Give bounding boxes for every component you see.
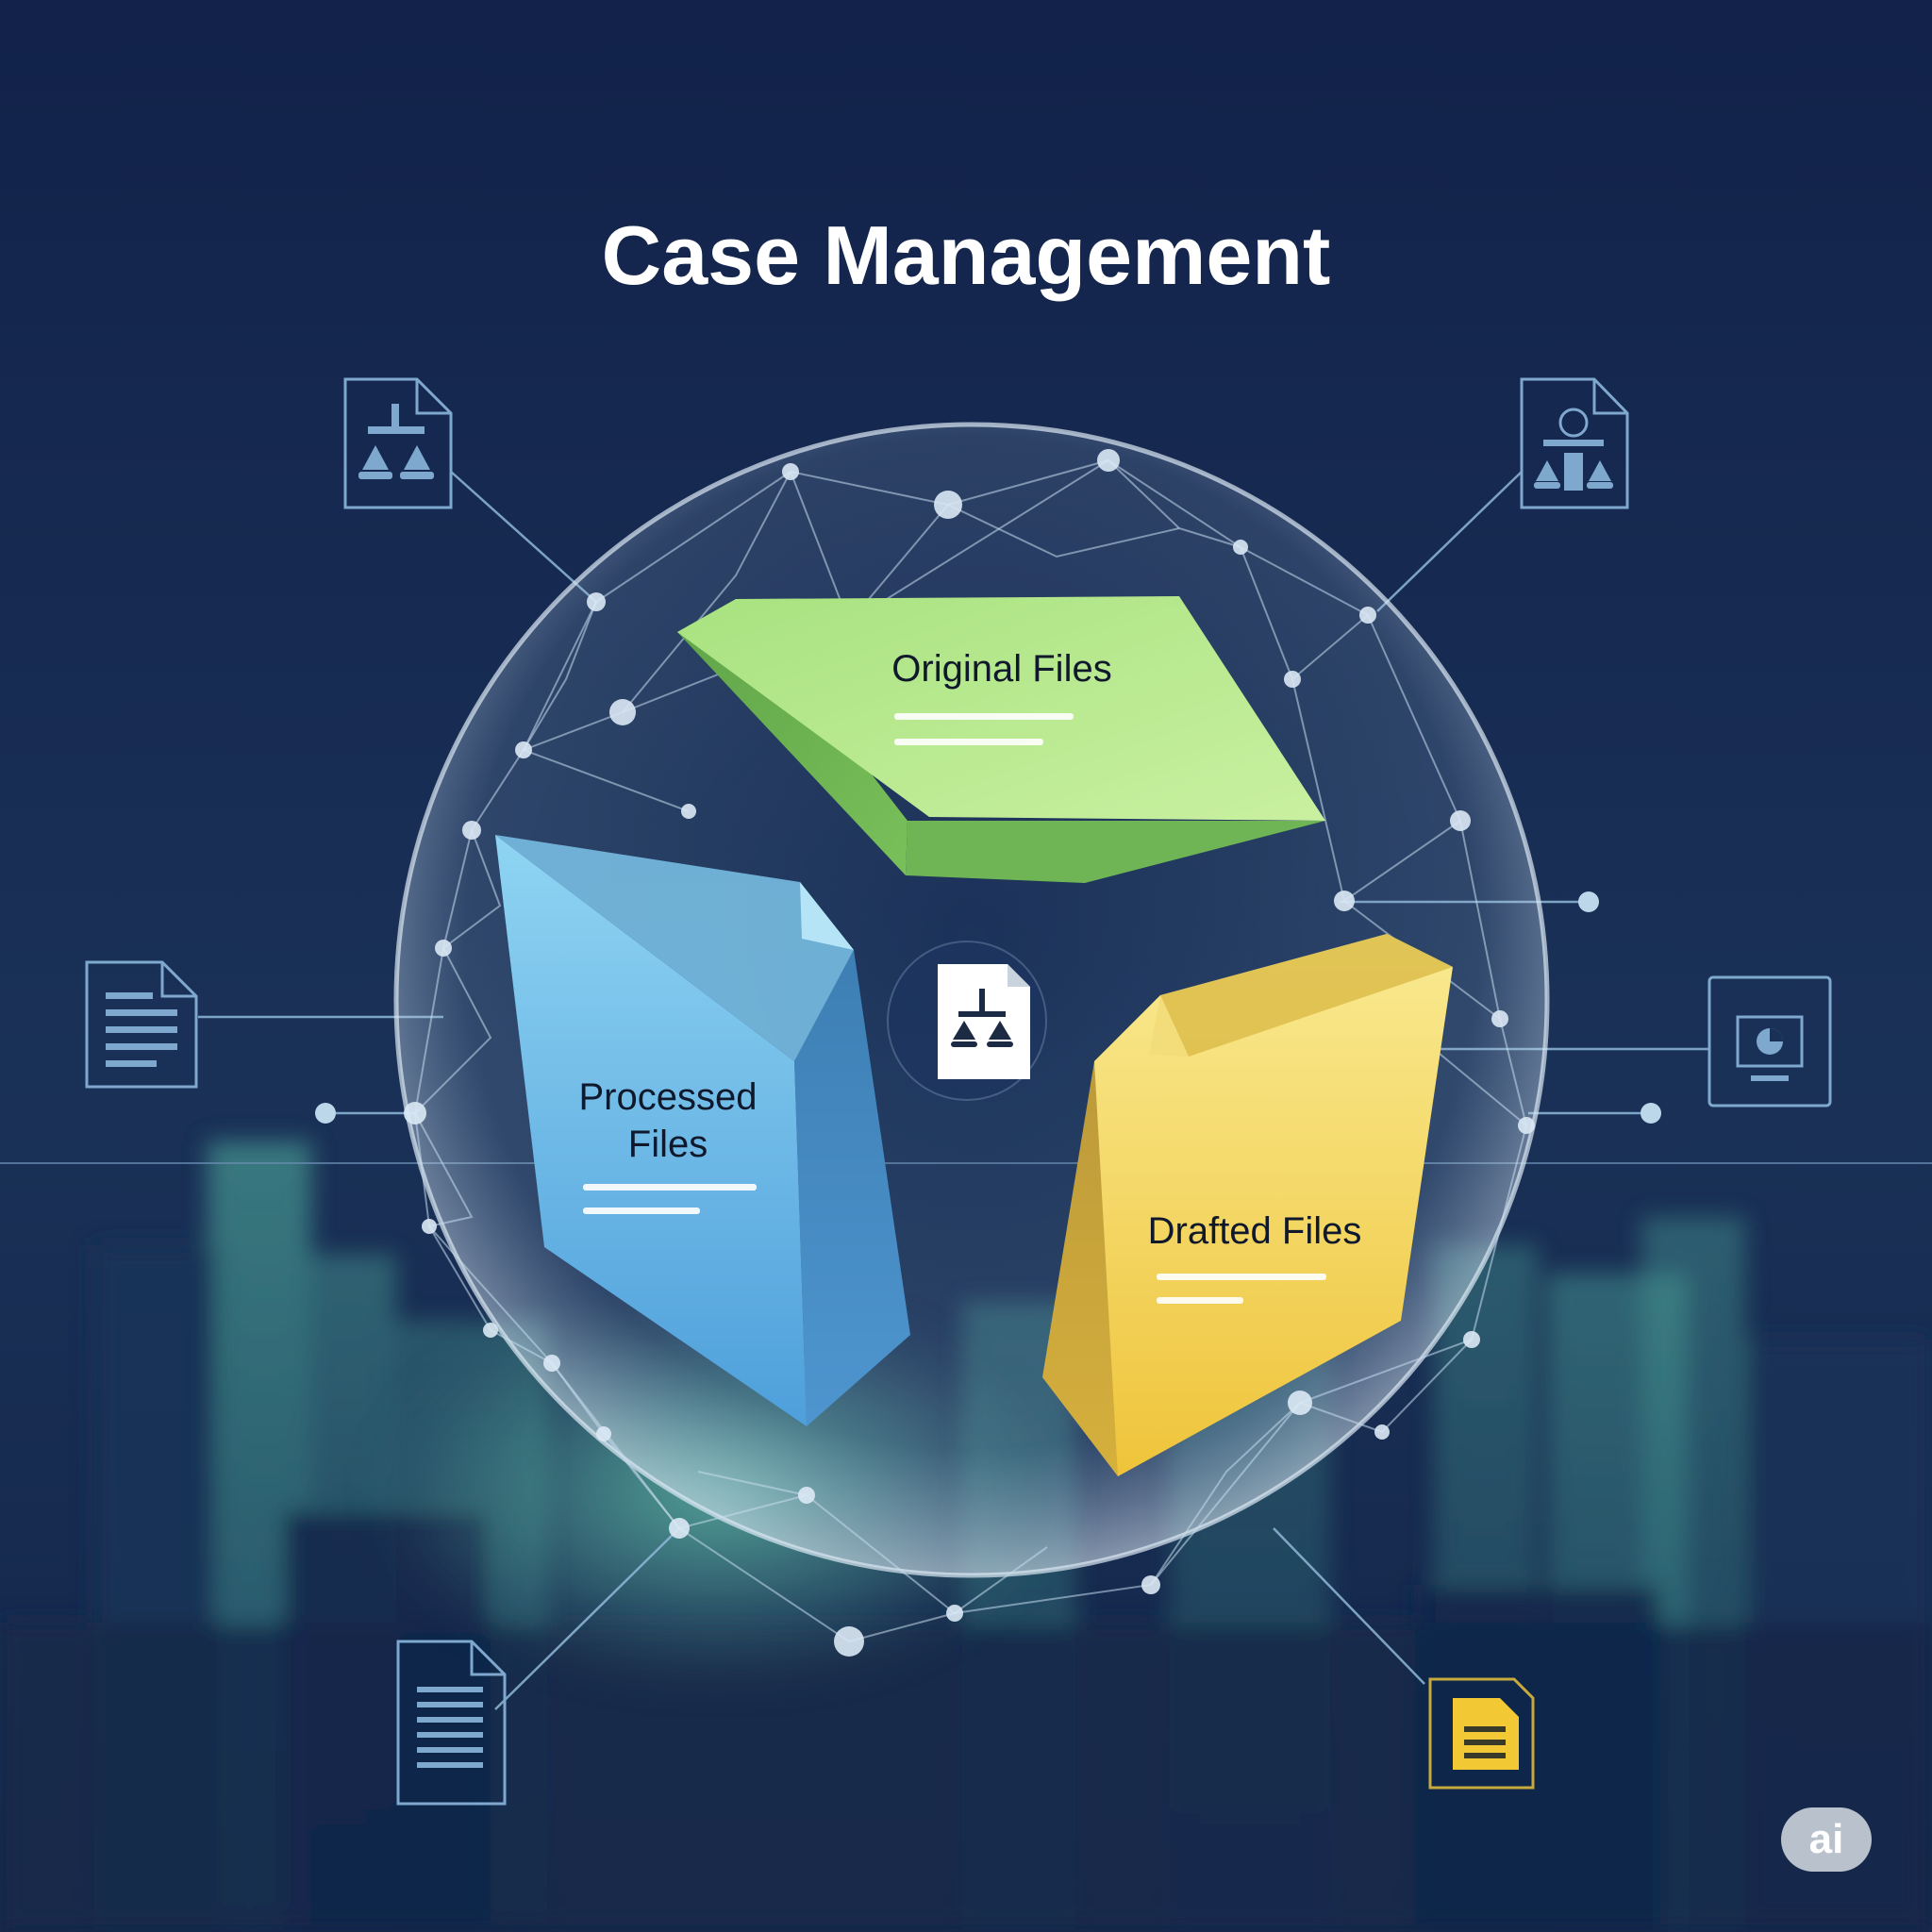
processed-files-folder: Processed Files — [495, 835, 910, 1426]
drafted-files-folder: Drafted Files — [1042, 934, 1453, 1476]
text-document-icon — [396, 1640, 507, 1806]
original-files-label: Original Files — [891, 648, 1111, 690]
legal-document-scales-icon — [938, 964, 1030, 1079]
drafted-files-label: Drafted Files — [1148, 1210, 1362, 1252]
legal-document-person-icon — [1520, 377, 1629, 509]
page-title: Case Management — [601, 208, 1331, 302]
monitor-chart-icon — [1707, 975, 1832, 1108]
ai-badge: ai — [1781, 1807, 1872, 1872]
network-nodes — [404, 449, 1535, 1657]
original-files-folder: Original Files — [677, 596, 1325, 883]
processed-files-label-line1: Processed — [579, 1076, 758, 1118]
yellow-document-icon — [1428, 1677, 1535, 1790]
connector-nodes — [315, 891, 1661, 1124]
city-skyline — [0, 1141, 1932, 1932]
text-document-icon — [85, 960, 198, 1089]
processed-files-label-line2: Files — [628, 1124, 708, 1165]
legal-document-scales-icon — [343, 377, 453, 509]
